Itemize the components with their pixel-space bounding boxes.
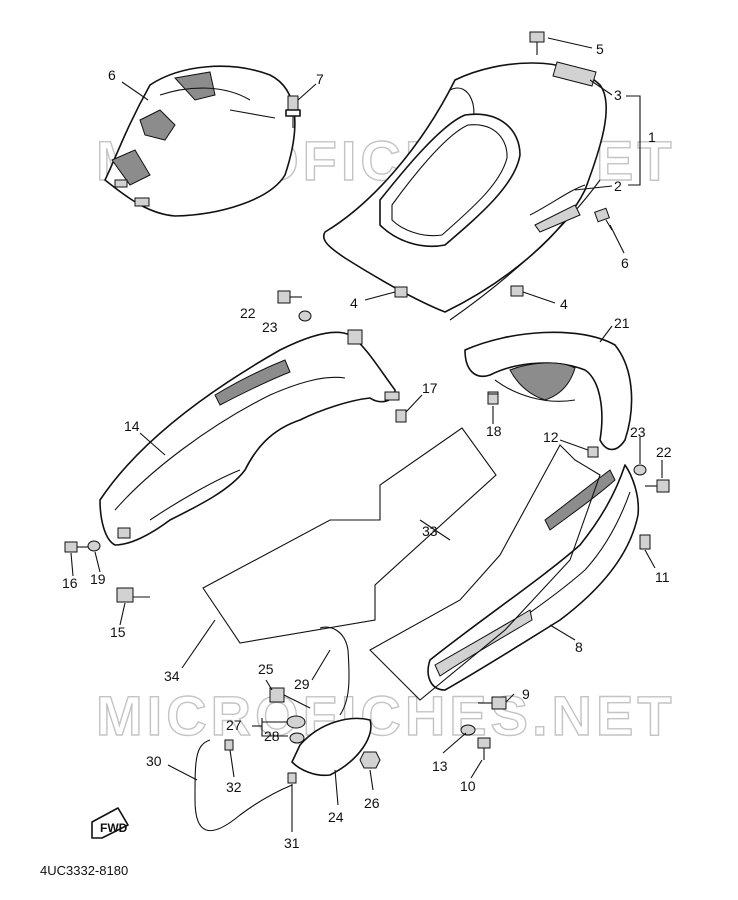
callout-26: 26: [364, 795, 380, 811]
callout-32: 32: [226, 779, 242, 795]
callout-17: 16: [62, 575, 78, 591]
callout-14: 13: [432, 758, 448, 774]
callout-12: 11: [655, 569, 670, 585]
front-cover-part: [104, 65, 296, 217]
callout-10: 9: [522, 686, 530, 702]
callout-22-left: 22: [240, 305, 256, 321]
clip-part-19: [487, 393, 499, 405]
callout-25: 25: [258, 661, 274, 677]
callout-4-right: 4: [560, 296, 568, 312]
bracket-line-1: [626, 95, 641, 186]
callout-15: 14: [124, 418, 140, 434]
washer-part-23-left: [298, 310, 312, 322]
callout-9: 8: [575, 639, 583, 655]
callout-31: 31: [284, 835, 300, 851]
sheet-part-33: [369, 444, 601, 701]
callout-8: 7: [316, 71, 324, 87]
screw-part-6: [594, 207, 613, 231]
clip-part-13: [587, 446, 599, 458]
callout-27: 27: [226, 717, 242, 733]
callout-16: 15: [110, 624, 126, 640]
callout-21: 21: [614, 315, 630, 331]
bolt-part-16: [116, 587, 150, 603]
callout-23-left: 23: [262, 319, 278, 335]
right-side-cover-part: [427, 464, 640, 691]
bolt-part-22-left: [277, 290, 302, 304]
callout-2: 2: [614, 178, 622, 194]
callout-6-text: 6: [621, 255, 629, 271]
bolt-part-25: [269, 687, 311, 709]
callout-34: 34: [164, 668, 180, 684]
clip-part-4b: [510, 285, 524, 297]
callout-4-left: 4: [350, 295, 358, 311]
left-side-cover-part: [99, 329, 400, 546]
callout-20: 19: [90, 571, 106, 587]
diagram-code: 4UC3332-8180: [40, 863, 128, 878]
fwd-label: FWD: [100, 821, 128, 835]
bolt-part-11: [477, 737, 491, 760]
clip-part-4a: [394, 286, 408, 298]
bolt-part-17: [64, 541, 88, 553]
washer-part-14: [460, 724, 476, 736]
forward-direction-arrow: FWD: [91, 807, 129, 839]
callout-22-right: 22: [656, 444, 672, 460]
callout-18: 17: [422, 380, 438, 396]
callout-23-right: 23: [630, 424, 646, 440]
screw-part-8: [285, 95, 301, 128]
collar-part-28: [289, 732, 305, 744]
callout-7: 6: [108, 67, 116, 83]
sheet-part-34: [202, 427, 497, 644]
callout-3: 3: [614, 87, 622, 103]
clip-part-31: [287, 772, 297, 784]
seat-assembly-part: [323, 61, 607, 321]
bolt-part-22-right: [645, 479, 670, 493]
nut-part-26: [359, 751, 381, 769]
washer-part-23-right: [633, 464, 647, 476]
bracket-part-24: [291, 717, 372, 777]
callout-19: 18: [486, 423, 502, 439]
callout-33: 33: [422, 523, 438, 539]
callout-13: 12: [543, 429, 559, 445]
screw-part-5: [529, 31, 545, 55]
watermark-bottom: MICROFICHES.NET: [96, 684, 676, 747]
bolt-part-10: [478, 696, 507, 710]
callout-29: 29: [294, 676, 310, 692]
clip-part-12: [639, 534, 651, 550]
callout-28: 28: [264, 728, 280, 744]
callout-30: 30: [146, 753, 162, 769]
hose-part-30: [194, 739, 293, 832]
hose-part-29: [319, 626, 350, 716]
clip-part-32: [224, 739, 234, 751]
callout-11: 10: [460, 778, 476, 794]
callout-1: 1: [648, 129, 656, 145]
rear-inner-panel-part: [464, 331, 633, 451]
grommet-part-27: [286, 715, 306, 729]
callout-5: 5: [596, 41, 604, 57]
clip-part-18: [395, 409, 407, 423]
callout-24: 24: [328, 809, 344, 825]
washer-part-20: [87, 540, 101, 552]
